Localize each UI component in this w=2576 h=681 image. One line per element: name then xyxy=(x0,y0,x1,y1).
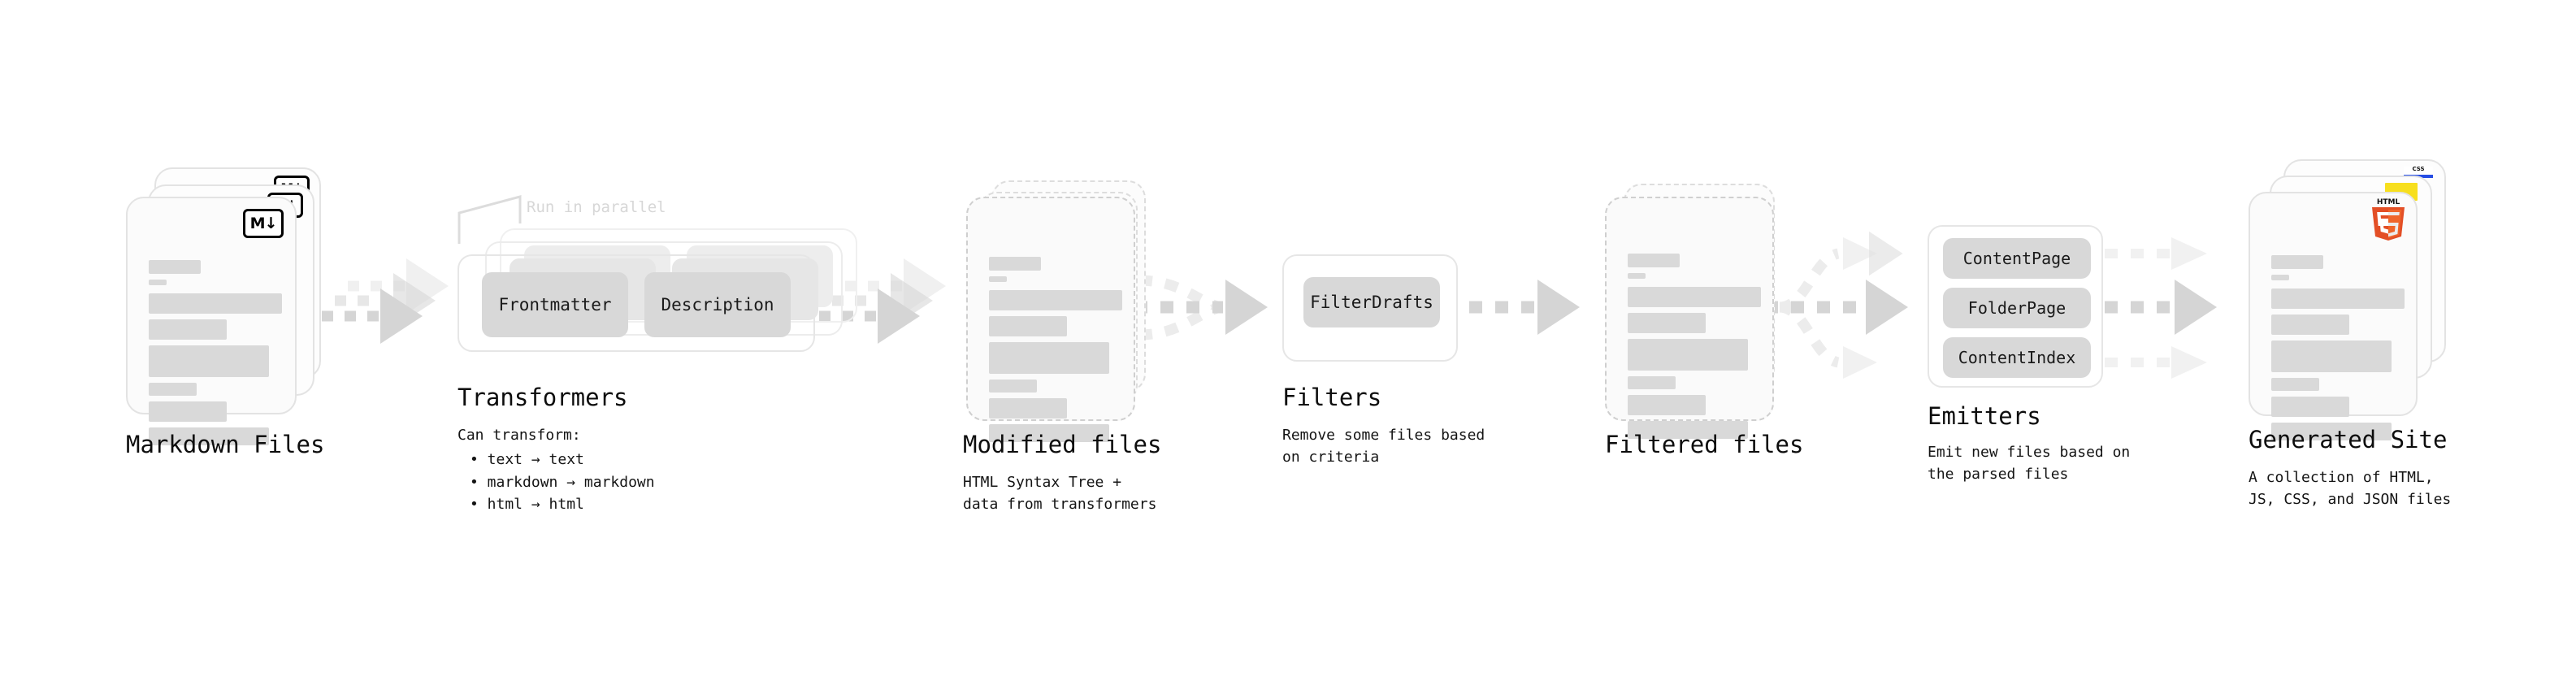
html5-icon: HTML xyxy=(2370,198,2406,241)
node-contentpage[interactable]: ContentPage xyxy=(1943,238,2091,279)
skeleton-bar xyxy=(149,401,227,422)
generated-site-title: Generated Site xyxy=(2249,426,2448,453)
filters-sub-1: Remove some files based xyxy=(1282,427,1485,444)
skeleton-bar xyxy=(2271,275,2289,280)
skeleton-bar xyxy=(1628,339,1748,371)
transformers-bullet-2: • markdown → markdown xyxy=(470,474,655,491)
markdown-badge-icon: M↓ xyxy=(243,209,284,238)
skeleton-bar xyxy=(989,276,1007,282)
skeleton-bar xyxy=(989,316,1067,336)
arrow-filtered-to-emitters-branches xyxy=(1843,237,1877,379)
node-folderpage[interactable]: FolderPage xyxy=(1943,288,2091,328)
modified-files-title: Modified files xyxy=(963,431,1162,458)
emitters-sub-2: the parsed files xyxy=(1928,466,2069,483)
skeleton-bar xyxy=(1628,313,1706,333)
arrow-modified-to-filters xyxy=(1134,275,1268,340)
skeleton-bar xyxy=(2271,340,2392,372)
skeleton-bar xyxy=(1628,287,1761,307)
run-in-parallel-note: Run in parallel xyxy=(527,198,666,216)
skeleton-bar xyxy=(989,342,1109,374)
skeleton-bar xyxy=(2271,314,2349,335)
skeleton-bar xyxy=(1628,273,1646,279)
generated-file-card-front[interactable]: HTML xyxy=(2249,192,2418,440)
skeleton-bar xyxy=(2271,378,2319,391)
css-icon-caption: CSS xyxy=(2412,166,2425,172)
skeleton-bar xyxy=(989,290,1122,310)
arrow-filtered-to-emitters xyxy=(1765,231,1908,368)
transformers-title: Transformers xyxy=(458,384,628,411)
arrow-markdown-to-transformers xyxy=(322,258,449,344)
arrow-emitters-to-site xyxy=(2105,237,2217,379)
skeleton-bar xyxy=(149,319,227,340)
skeleton-bar xyxy=(149,293,282,314)
emitters-group[interactable]: ContentPage FolderPage ContentIndex xyxy=(1928,225,2103,388)
emitters-title: Emitters xyxy=(1928,402,2041,430)
transformers-bullet-1: • text → text xyxy=(470,451,584,468)
generated-site-sub-1: A collection of HTML, xyxy=(2249,469,2434,486)
transformers-lead: Can transform: xyxy=(458,427,581,444)
skeleton-bar xyxy=(2271,397,2349,417)
skeleton-bar xyxy=(1628,421,1748,439)
transformers-bullet-3: • html → html xyxy=(470,496,584,513)
skeleton-bar xyxy=(989,424,1109,442)
skeleton-bar xyxy=(2271,288,2405,309)
skeleton-bar xyxy=(989,257,1041,271)
modified-file-card-front[interactable] xyxy=(966,197,1135,442)
skeleton-bar xyxy=(149,260,201,274)
node-frontmatter[interactable]: Frontmatter xyxy=(482,272,628,337)
transformer-group-front[interactable]: Frontmatter Description xyxy=(458,254,815,352)
skeleton-bar xyxy=(1628,254,1680,267)
filtered-file-card-front[interactable] xyxy=(1605,197,1774,439)
filters-sub-2: on criteria xyxy=(1282,449,1380,466)
modified-files-sub-1: HTML Syntax Tree + xyxy=(963,474,1122,491)
node-description[interactable]: Description xyxy=(644,272,791,337)
skeleton-bar xyxy=(149,427,269,445)
skeleton-bar xyxy=(1628,395,1706,415)
arrow-filters-to-filtered xyxy=(1469,280,1580,335)
markdown-files-title: Markdown Files xyxy=(126,431,325,458)
node-filterdrafts[interactable]: FilterDrafts xyxy=(1303,277,1440,327)
filters-group[interactable]: FilterDrafts xyxy=(1282,254,1458,362)
skeleton-bar xyxy=(1628,376,1676,389)
skeleton-bar xyxy=(149,383,197,396)
skeleton-bar xyxy=(989,380,1037,393)
generated-site-sub-2: JS, CSS, and JSON files xyxy=(2249,491,2452,508)
filtered-files-title: Filtered files xyxy=(1605,431,1804,458)
node-contentindex[interactable]: ContentIndex xyxy=(1943,337,2091,378)
emitters-sub-1: Emit new files based on xyxy=(1928,444,2131,461)
skeleton-bar xyxy=(149,280,167,285)
markdown-file-card-front[interactable]: M↓ xyxy=(126,197,297,445)
html5-icon-caption: HTML xyxy=(2376,198,2400,206)
filters-title: Filters xyxy=(1282,384,1382,411)
modified-files-sub-2: data from transformers xyxy=(963,496,1157,513)
skeleton-bar xyxy=(2271,423,2392,440)
skeleton-bar xyxy=(989,398,1067,419)
skeleton-bar xyxy=(149,345,269,377)
skeleton-bar xyxy=(2271,255,2323,269)
